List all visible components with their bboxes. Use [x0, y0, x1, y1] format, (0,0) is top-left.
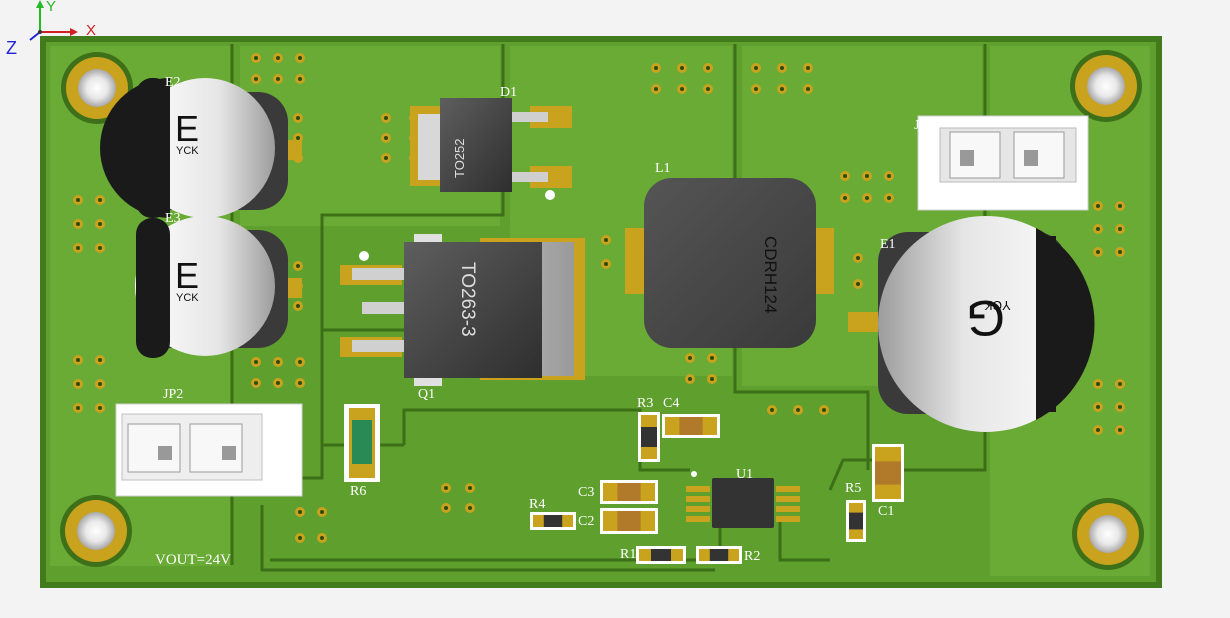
- connector-jp2: [115, 403, 303, 497]
- silk-c4: C4: [663, 396, 680, 411]
- silk-r6: R6: [350, 484, 367, 499]
- e3-letter: E: [175, 255, 200, 296]
- smd-parts: [530, 412, 904, 564]
- capacitor-e2: [100, 78, 302, 218]
- silk-r1: R1: [620, 547, 637, 562]
- silk-d1: D1: [500, 85, 518, 100]
- resistor-r6: [344, 404, 380, 482]
- capacitor-e1: [848, 216, 1095, 432]
- silk-jp2: JP2: [163, 387, 184, 402]
- silk-u1: U1: [736, 467, 754, 482]
- diode-d1: [410, 98, 572, 192]
- mounting-holes: [60, 50, 1144, 570]
- d1-package-mark: TO252: [452, 138, 467, 178]
- silk-r2: R2: [744, 549, 761, 564]
- silk-e2: E2: [165, 75, 181, 90]
- silk-e1: E1: [880, 237, 896, 252]
- e1-brand: YCK: [984, 298, 1011, 313]
- silk-vout: VOUT=24V: [155, 552, 231, 568]
- capacitor-e3: [135, 216, 302, 358]
- silk-r4: R4: [529, 497, 546, 512]
- silk-r5: R5: [845, 481, 862, 496]
- silk-r3: R3: [637, 396, 654, 411]
- silk-q1: Q1: [418, 387, 436, 402]
- e3-brand: YCK: [176, 292, 199, 304]
- silk-e3: E3: [165, 211, 181, 226]
- axis-triad: [29, 0, 78, 41]
- connector-jp1: [917, 115, 1089, 211]
- silk-jp1: JP1: [914, 118, 935, 133]
- silk-c3: C3: [578, 485, 595, 500]
- transistor-q1: [340, 234, 585, 386]
- axis-x-label: X: [86, 22, 97, 39]
- silk-l1: L1: [655, 161, 671, 176]
- axis-y-label: Y: [46, 0, 57, 15]
- silk-c2: C2: [578, 514, 595, 529]
- e2-brand: YCK: [176, 145, 199, 157]
- l1-model-mark: CDRH124: [761, 236, 780, 314]
- silk-c1: C1: [878, 504, 895, 519]
- q1-package-mark: TO263-3: [457, 262, 478, 337]
- ic-u1: [686, 471, 800, 528]
- inductor-l1: [545, 178, 834, 348]
- e2-letter: E: [175, 108, 200, 149]
- axis-z-label: Z: [6, 38, 17, 58]
